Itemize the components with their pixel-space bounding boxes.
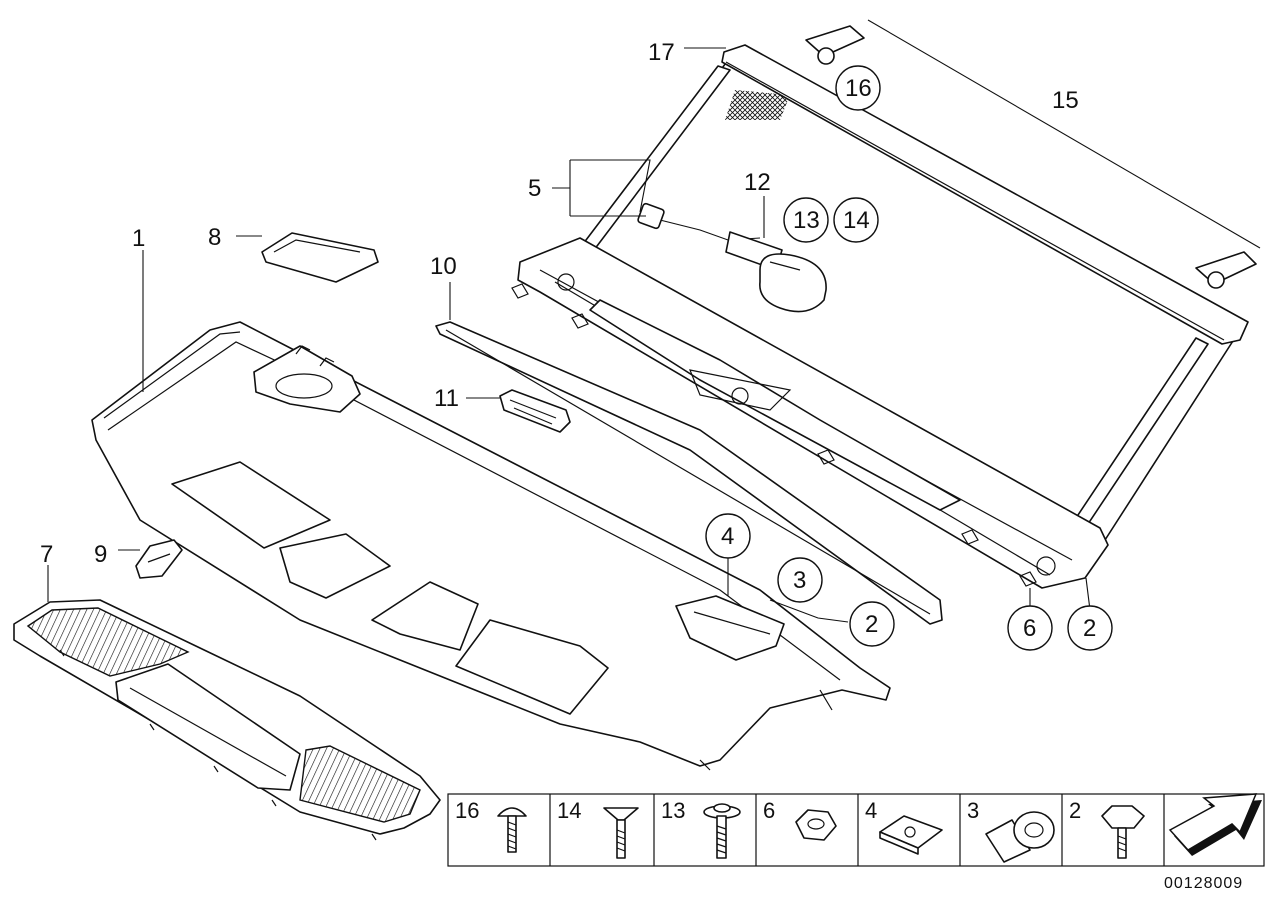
callout-13: 13 [793, 207, 820, 234]
callout-10: 10 [430, 253, 457, 280]
collar-screw-icon [1101, 805, 1145, 859]
legend-number: 6 [763, 798, 775, 823]
callout-4: 4 [721, 523, 734, 550]
legend-number: 14 [557, 798, 581, 823]
parcel-shelf [91, 321, 891, 771]
fastener-legend: 16 14 13 6 4 3 2 [447, 793, 1265, 867]
callout-8: 8 [208, 224, 221, 251]
trim-strip [435, 321, 943, 625]
legend-number: 4 [865, 798, 877, 823]
legend-number: 16 [455, 798, 479, 823]
legend-number: 2 [1069, 798, 1081, 823]
callouts: 1 8 10 11 9 7 5 12 17 15 13 14 16 4 3 2 … [40, 39, 1113, 651]
washer-screw-icon [703, 803, 741, 859]
callout-16: 16 [845, 75, 872, 102]
callout-7: 7 [40, 541, 53, 568]
leader-lines [47, 47, 1091, 623]
callout-9: 9 [94, 541, 107, 568]
hex-nut-icon [795, 809, 837, 841]
callout-17: 17 [648, 39, 675, 66]
callout-12: 12 [744, 169, 771, 196]
arrow-icon [1168, 793, 1262, 856]
countersunk-screw-icon [603, 807, 639, 859]
screw-icon [497, 807, 527, 853]
callout-3: 3 [793, 567, 806, 594]
callout-11: 11 [434, 385, 459, 412]
callout-2b: 2 [1083, 615, 1096, 642]
roller-blind-assembly [511, 19, 1261, 589]
grommet-icon [985, 811, 1055, 863]
bracket [499, 389, 571, 433]
clip [135, 539, 183, 579]
clip-nut-icon [879, 815, 943, 855]
callout-1: 1 [132, 225, 145, 252]
document-number: 00128009 [1164, 875, 1243, 892]
callout-5: 5 [528, 175, 541, 202]
callout-14: 14 [843, 207, 870, 234]
cover-pad [261, 232, 379, 283]
callout-2a: 2 [865, 611, 878, 638]
callout-6: 6 [1023, 615, 1036, 642]
legend-number: 3 [967, 798, 979, 823]
blind-motor [637, 202, 827, 313]
rear-trim-panel [13, 599, 441, 841]
callout-15: 15 [1052, 87, 1079, 114]
legend-number: 13 [661, 798, 685, 823]
